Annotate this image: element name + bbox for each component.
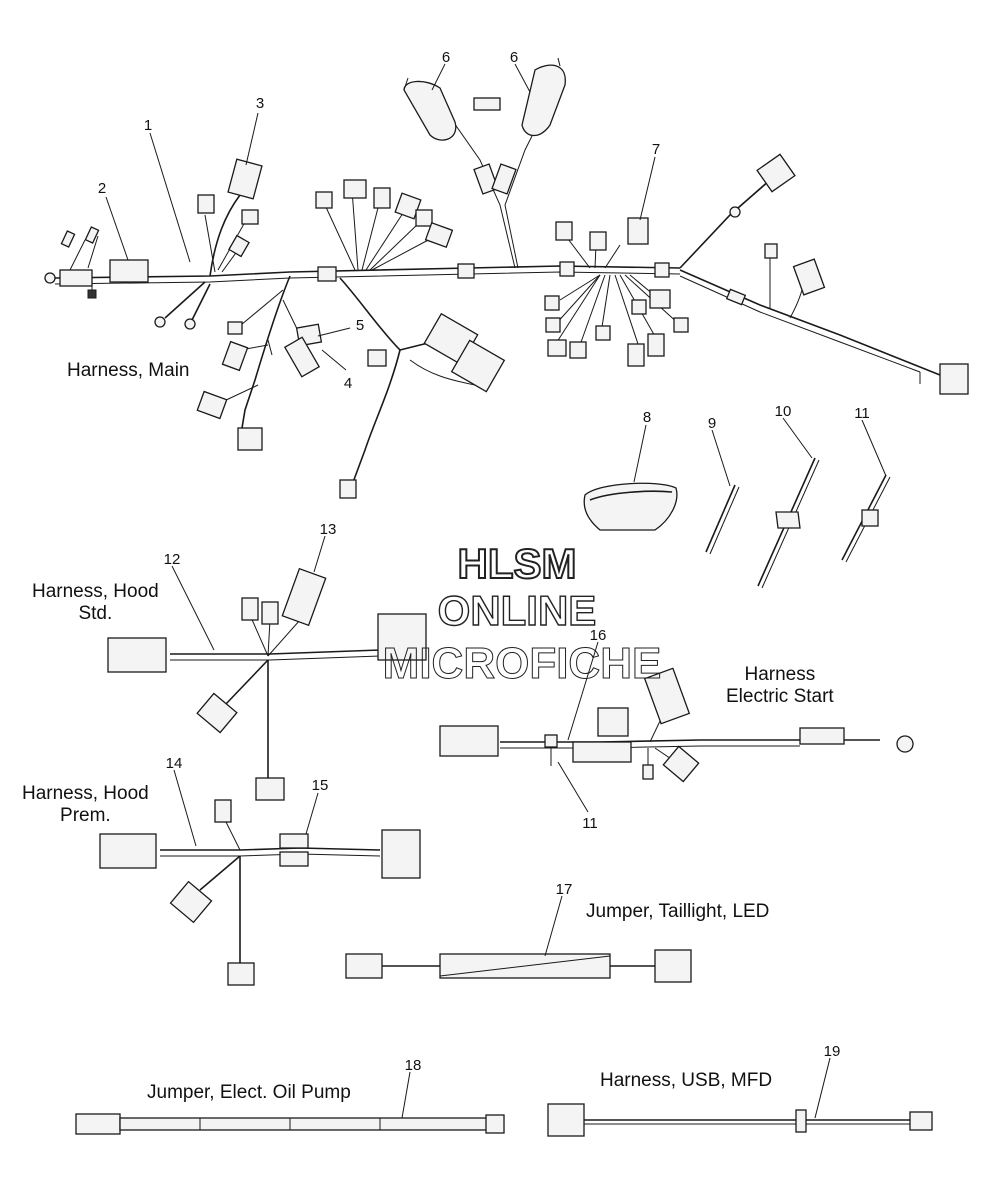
- label-hood-std-line1: Harness, Hood: [32, 581, 159, 602]
- taillight-jumper: [345, 949, 692, 983]
- electric-start-harness: [439, 667, 914, 783]
- callout-numbers: 1 2 3 4 5 6 6 7 8 9 10 11 12 13 14 15 16…: [98, 49, 870, 1074]
- callout-10: 10: [775, 403, 792, 420]
- watermark-line-3: MICROFICHE: [383, 639, 662, 688]
- label-hood-std-line2: Std.: [78, 603, 113, 624]
- oil-pump-jumper: [75, 1113, 505, 1135]
- callout-6b: 6: [510, 49, 518, 66]
- callout-16: 16: [590, 627, 607, 644]
- callout-19: 19: [824, 1043, 841, 1060]
- label-electric-start: Harness Electric Start: [726, 664, 834, 708]
- label-electric-start-line1: Harness: [744, 664, 816, 685]
- label-hood-prem: Harness, Hood Prem.: [22, 783, 149, 827]
- label-hood-prem-line1: Harness, Hood: [22, 783, 149, 804]
- callout-6a: 6: [442, 49, 450, 66]
- label-electric-start-line2: Electric Start: [726, 686, 834, 707]
- label-hood-std: Harness, Hood Std.: [32, 581, 159, 625]
- callout-11b: 11: [582, 815, 598, 832]
- callout-3: 3: [256, 95, 264, 112]
- main-harness: [44, 57, 969, 499]
- label-hood-prem-line2: Prem.: [60, 805, 111, 826]
- usb-harness: [547, 1103, 933, 1137]
- leader-lines: [105, 63, 887, 1119]
- watermark-line-1: HLSM: [458, 540, 577, 587]
- label-usb-mfd: Harness, USB, MFD: [600, 1070, 773, 1091]
- callout-11a: 11: [854, 405, 870, 422]
- callout-17: 17: [556, 881, 573, 898]
- callout-5: 5: [356, 317, 364, 334]
- label-oil-pump: Jumper, Elect. Oil Pump: [147, 1082, 351, 1103]
- callout-12: 12: [164, 551, 181, 568]
- watermark: HLSM ONLINE MICROFICHE: [382, 539, 662, 689]
- callout-18: 18: [405, 1057, 422, 1074]
- callout-8: 8: [643, 409, 651, 426]
- callout-7: 7: [652, 141, 660, 158]
- loose-parts: [583, 457, 891, 589]
- hood-std-harness: [107, 567, 427, 801]
- callout-2: 2: [98, 180, 106, 197]
- callout-15: 15: [312, 777, 329, 794]
- label-harness-main: Harness, Main: [67, 360, 190, 381]
- label-taillight: Jumper, Taillight, LED: [586, 901, 770, 922]
- callout-13: 13: [320, 521, 337, 538]
- watermark-line-2: ONLINE: [438, 587, 597, 634]
- callout-1: 1: [144, 117, 152, 134]
- hood-prem-harness: [99, 799, 421, 986]
- callout-9: 9: [708, 415, 716, 432]
- callout-14: 14: [166, 755, 183, 772]
- callout-4: 4: [344, 375, 352, 392]
